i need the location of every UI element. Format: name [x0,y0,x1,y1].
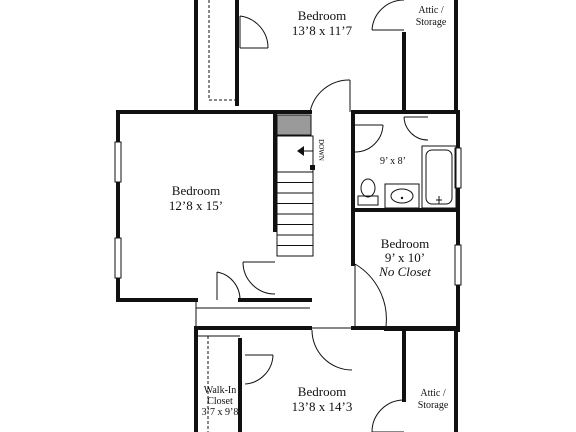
wall-left-bedroom [116,110,277,302]
stair-stringer [276,135,314,257]
bedroom-right-size: 9’ x 10’ [385,250,425,265]
walk-in-closet-line1: Walk-In [204,385,237,396]
bedroom-left-name: Bedroom [172,183,220,198]
bathtub-inner [425,149,453,205]
bedroom-right-note: No Closet [378,264,431,279]
stairs: DOWN [276,114,325,257]
bath-fixtures [357,145,457,209]
bedroom-left-size: 12’8 x 15’ [169,198,223,213]
sink-icon [390,188,414,204]
bedroom-right-name: Bedroom [381,236,429,251]
room-labels: Bedroom 13’8 x 11’7 Attic / Storage Bedr… [169,5,449,418]
door-bath-closet-arc [403,116,429,141]
door-attic-top-arc [371,0,404,31]
bedroom-top-size: 13’8 x 11’7 [292,23,353,38]
window-right-bedroom [454,244,462,286]
bathroom-size: 9’ x 8’ [380,156,406,167]
sink-drain-icon [400,196,404,200]
bedroom-bottom-size: 13’8 x 14’3 [292,399,353,414]
door-attic-bottom-arc [371,399,405,432]
toilet-bowl-icon [360,178,376,198]
windows [114,141,462,286]
stair-arrow-icon [297,146,304,156]
bedroom-top-name: Bedroom [298,8,346,23]
door-top-bedroom-arc [239,15,269,49]
window-left-bedroom-upper [114,141,122,183]
stair-marker [310,165,315,170]
walls [116,0,460,432]
door-hall-top-arc [309,79,351,113]
door-bath-arc [354,124,384,153]
walk-in-closet-line2: Closet [207,396,233,407]
walk-in-closet-size: 3’7 x 9’8 [202,407,239,418]
window-left-bedroom-lower [114,237,122,279]
vanity [384,183,420,209]
doors [216,0,429,432]
toilet-tank [357,195,379,206]
closet-top-dashed [208,0,237,101]
bathtub [421,145,457,209]
door-left-bedroom-arc [216,271,241,301]
attic-bottom-line2: Storage [418,400,449,411]
stairs-down-label: DOWN [317,139,325,161]
door-right-bedroom-arc [354,263,387,327]
door-walk-in-arc [244,354,274,385]
attic-top-line1: Attic / [418,5,443,16]
window-right-bath [454,147,462,189]
stair-landing [276,114,312,136]
stair-treads [277,171,313,257]
bedroom-bottom-name: Bedroom [298,384,346,399]
stairs-outline [277,138,314,257]
attic-bottom-line1: Attic / [420,388,445,399]
door-stair-side-arc [242,261,276,295]
door-bottom-bedroom-arc [311,329,353,371]
bath-faucet-icon [436,196,442,204]
thin-lines [195,0,314,432]
attic-top-line2: Storage [416,17,447,28]
